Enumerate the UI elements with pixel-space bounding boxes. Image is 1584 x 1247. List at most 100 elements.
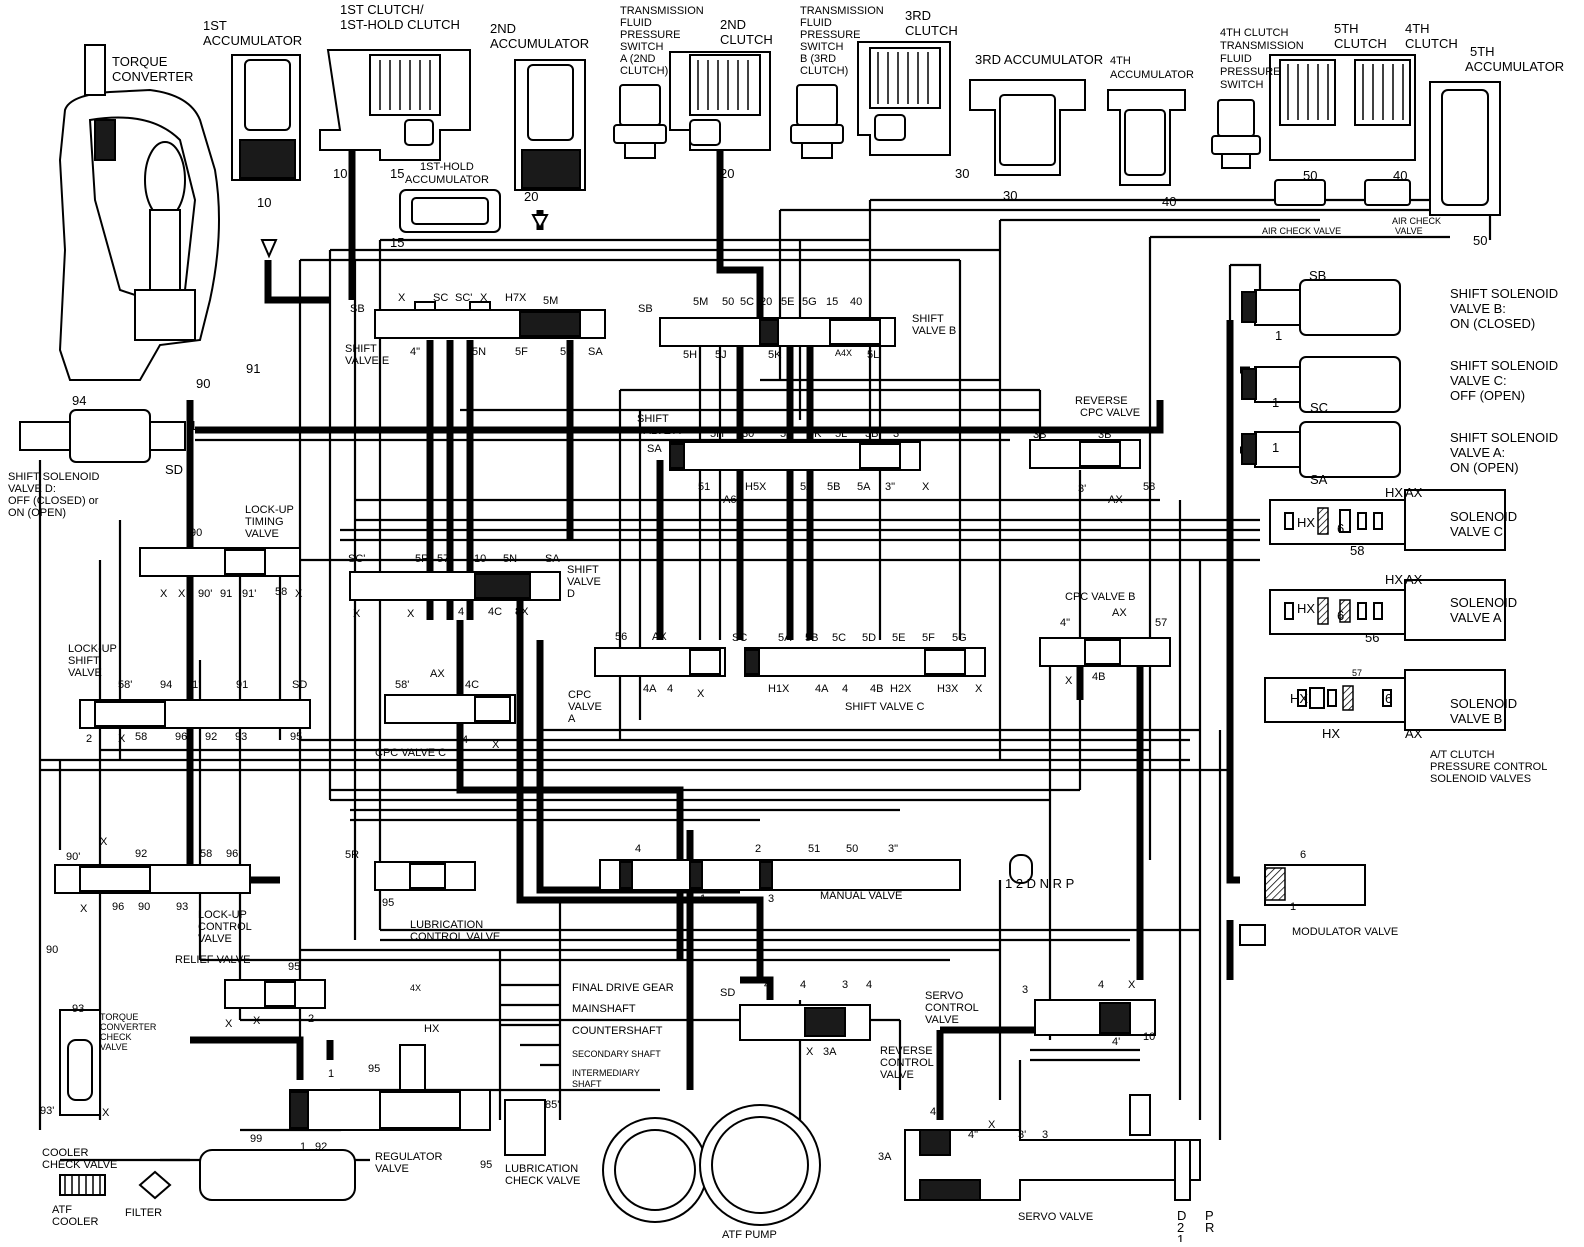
label-cooler-check-2: CHECK VALVE — [42, 1159, 117, 1171]
port-label: 4C — [488, 606, 502, 618]
label-lockup-control-2: CONTROL — [198, 921, 252, 933]
port-label: HX — [1297, 601, 1315, 616]
port-label: 3' — [1078, 483, 1086, 495]
port-label: SA — [588, 346, 603, 358]
port-label: 3" — [885, 481, 895, 493]
port-label: 6 — [1385, 691, 1392, 706]
port-label: 95 — [368, 1063, 380, 1075]
port-label: 5E — [781, 296, 794, 308]
port-label: 92 — [135, 848, 147, 860]
port-label: 92 — [205, 731, 217, 743]
label-tfps-a-3: PRESSURE — [620, 29, 681, 41]
port-label: 5F — [922, 632, 935, 644]
port-label: 5G — [802, 296, 817, 308]
port-label: 40 — [850, 296, 862, 308]
port-label: 5N — [472, 346, 486, 358]
port-label: H5X — [745, 481, 767, 493]
port-label: 5C — [560, 346, 574, 358]
label-at-clutch-3: SOLENOID VALVES — [1430, 773, 1531, 785]
second-accumulator — [514, 59, 586, 231]
fourth-accumulator — [1107, 89, 1186, 186]
port-label: 4" — [410, 346, 420, 358]
label-tc-check-2: CONVERTER — [100, 1022, 157, 1032]
port-label: 50 — [1473, 233, 1487, 248]
label-clutch1-2: 1ST-HOLD CLUTCH — [340, 17, 460, 32]
port-label: 1 — [300, 1141, 306, 1153]
reverse-control-valve — [739, 1004, 871, 1041]
third-accumulator — [969, 79, 1086, 176]
label-sol-b-1: SOLENOID — [1450, 696, 1517, 711]
port-label: SD — [292, 679, 307, 691]
port-label: 10 — [474, 553, 486, 565]
port-label: 3B — [865, 428, 878, 440]
port-label: 4" — [968, 1129, 978, 1141]
label-acc1hold-1: 1ST-HOLD — [420, 161, 474, 173]
label-manual-valve: MANUAL VALVE — [820, 890, 902, 902]
shift-valve-e — [374, 301, 606, 339]
hydraulic-lines — [38, 150, 1492, 1162]
label-sol-c-1: SOLENOID — [1450, 509, 1517, 524]
port-label: 5A — [800, 481, 814, 493]
shift-valve-a — [669, 441, 921, 471]
pressure-switch-4th — [1211, 99, 1261, 169]
port-label: 4 — [462, 734, 468, 746]
reverse-cpc-valve — [1029, 439, 1141, 469]
label-tfps-a-5: A (2ND — [620, 53, 656, 65]
port-label: 5K — [768, 349, 782, 361]
label-lockup-shift-2: SHIFT — [68, 655, 100, 667]
label-mainshaft: MAINSHAFT — [572, 1003, 636, 1015]
label-tfps-b-5: B (3RD — [800, 53, 836, 65]
label-clutch2-1: 2ND — [720, 17, 746, 32]
port-label: 4 — [667, 683, 673, 695]
port-label: 30 — [1003, 188, 1017, 203]
port-label: AX — [1112, 607, 1127, 619]
label-ssv-d-2: VALVE D: — [8, 483, 56, 495]
port-label: 57 — [1352, 668, 1362, 678]
label-sol-b-2: VALVE B — [1450, 711, 1502, 726]
label-tc-check-4: VALVE — [100, 1042, 128, 1052]
label-lockup-shift-3: VALVE — [68, 667, 102, 679]
label-lubrication-check-2: CHECK VALVE — [505, 1175, 580, 1187]
port-label: X — [80, 903, 88, 915]
port-label: 40 — [1393, 168, 1407, 183]
label-clutch2-2: CLUTCH — [720, 32, 773, 47]
port-label: HX — [1322, 726, 1340, 741]
port-label: 1 — [1272, 440, 1279, 455]
label-tfps-a-4: SWITCH — [620, 41, 663, 53]
port-label: 20 — [720, 166, 734, 181]
label-tfps-a-2: FLUID — [620, 17, 652, 29]
port-label: SC — [732, 632, 747, 644]
port-label: 58 — [200, 848, 212, 860]
port-label: 4 — [764, 979, 770, 991]
pressure-switch-a — [613, 84, 667, 159]
port-label: 15 — [390, 235, 404, 250]
label-cpc-a-1: CPC — [568, 689, 591, 701]
port-label: 1 — [190, 418, 197, 433]
port-label: 3" — [888, 843, 898, 855]
port-label: X — [253, 1015, 261, 1027]
port-label: 56 — [615, 631, 627, 643]
port-label: 5D — [862, 632, 876, 644]
port-label: 93 — [176, 901, 188, 913]
port-label: 3 — [1042, 1129, 1048, 1141]
solenoid-valve-c — [1269, 489, 1506, 551]
port-label: 5A — [778, 632, 792, 644]
label-sol-a-1: SOLENOID — [1450, 595, 1517, 610]
port-label: X — [407, 608, 415, 620]
port-label: 57 — [1155, 617, 1167, 629]
label-intermediary-shaft-1: INTERMEDIARY — [572, 1068, 640, 1078]
port-label: 5L — [867, 349, 879, 361]
label-cpc-a-3: A — [568, 713, 576, 725]
label-tc-check-3: CHECK — [100, 1032, 132, 1042]
port-label: 3' — [1018, 1129, 1026, 1141]
lubrication-check-valve — [504, 1099, 546, 1156]
port-label: 4 — [1098, 979, 1104, 991]
cpc-valve-b — [1039, 637, 1171, 667]
label-servo-pos-r: R — [1205, 1220, 1214, 1235]
label-clutch3-2: CLUTCH — [905, 23, 958, 38]
relief-valve — [224, 979, 326, 1009]
port-label: 92 — [315, 1141, 327, 1153]
label-lockup-timing-1: LOCK-UP — [245, 504, 294, 516]
regulator-valve — [289, 1044, 491, 1131]
label-shift-valve-a-1: SHIFT — [637, 413, 669, 425]
